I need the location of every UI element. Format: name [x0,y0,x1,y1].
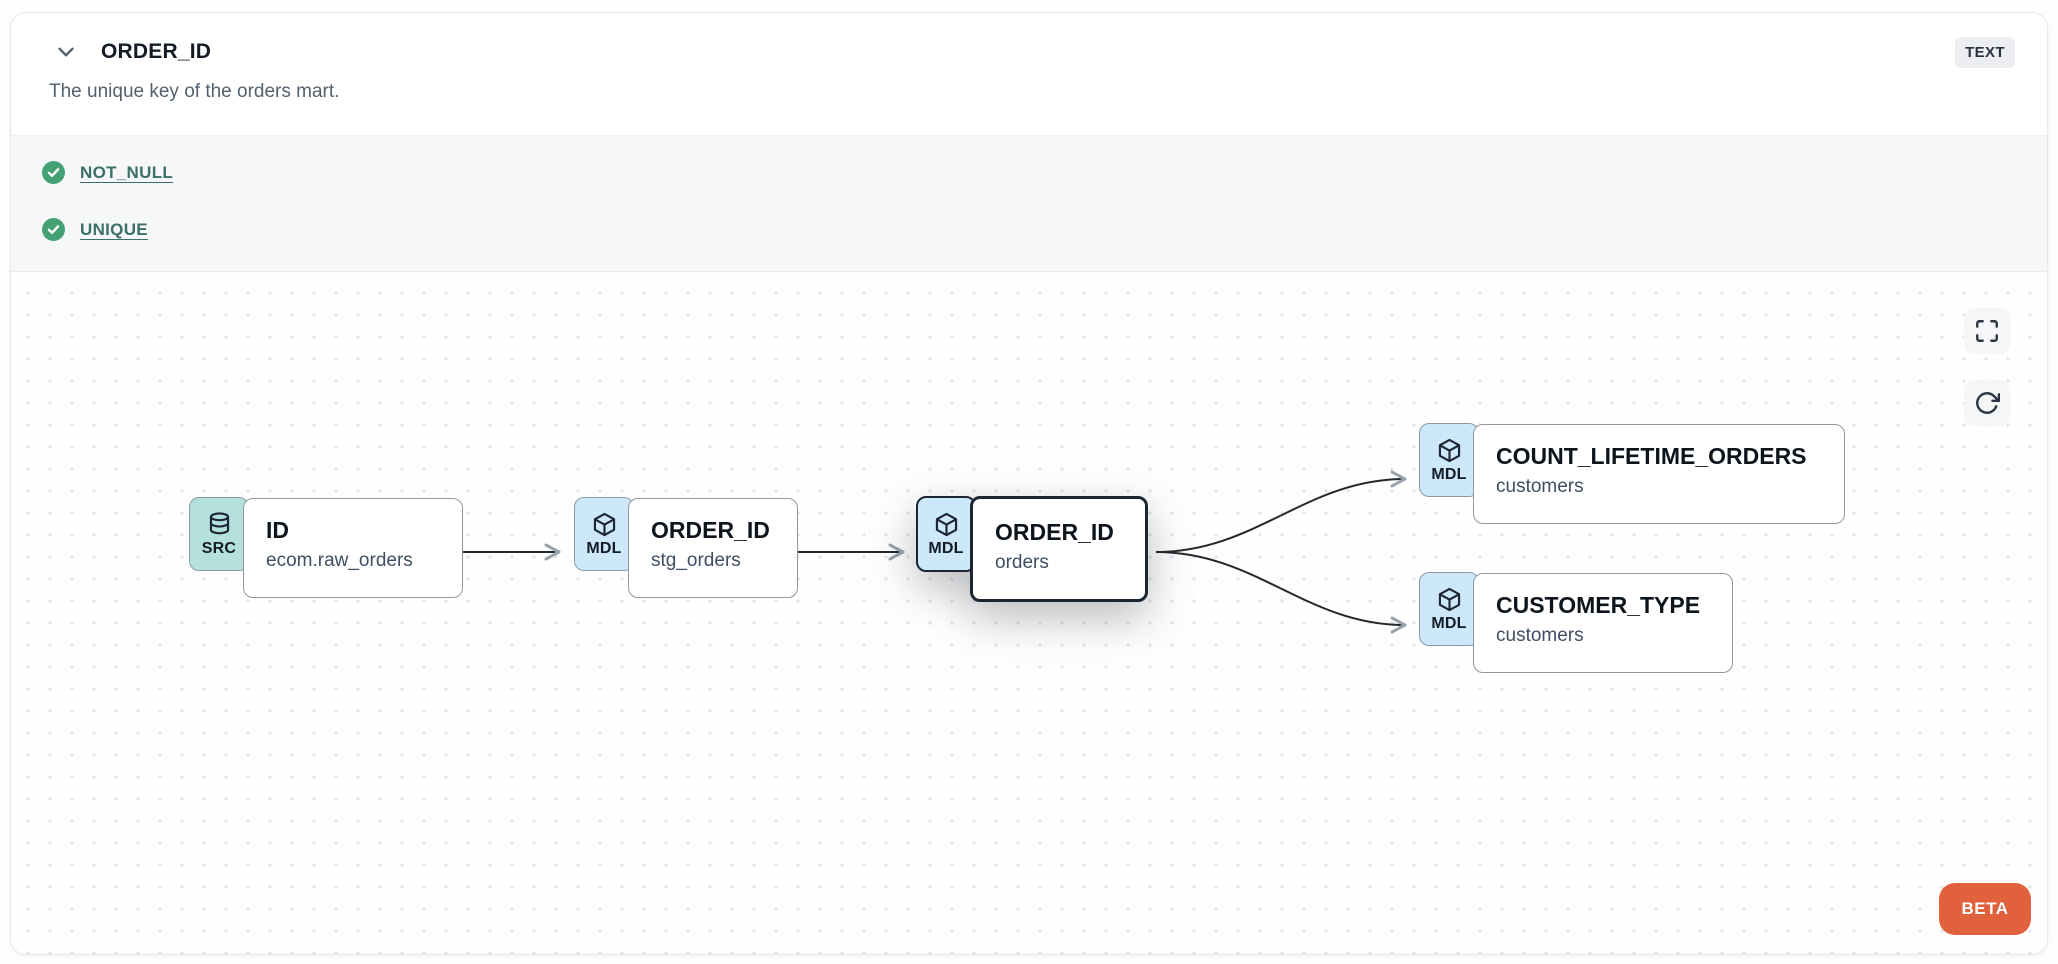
panel-header: ORDER_ID TEXT The unique key of the orde… [11,13,2047,135]
cube-icon [933,511,960,538]
node-title: ID [266,517,289,543]
node-kind-label: MDL [586,539,622,557]
node-kind-badge: MDL [1419,572,1479,646]
lineage-canvas[interactable]: SRC ID ecom.raw_orders MDL ORDER_ID stg_… [11,272,2047,954]
node-title: ORDER_ID [995,519,1114,545]
node-kind-label: MDL [1431,614,1467,632]
header-row: ORDER_ID TEXT [39,31,2015,73]
node-kind-badge: MDL [916,496,976,572]
refresh-icon [1974,390,2000,416]
check-circle-icon [41,217,66,242]
node-subtitle: stg_orders [651,550,741,571]
node-title: CUSTOMER_TYPE [1496,592,1701,618]
check-circle-icon [41,160,66,185]
lineage-edge [1155,551,1407,634]
test-row: UNIQUE [41,217,2017,242]
tests-section: NOT_NULL UNIQUE [11,135,2047,272]
collapse-toggle-button[interactable] [49,35,83,69]
beta-badge: BETA [1939,883,2031,935]
column-title: ORDER_ID [101,40,212,63]
column-type-badge: TEXT [1955,36,2015,68]
node-subtitle: ecom.raw_orders [266,550,413,571]
node-subtitle: orders [995,552,1049,573]
column-description: The unique key of the orders mart. [49,81,340,102]
node-card: CUSTOMER_TYPE customers [1473,573,1733,673]
database-icon [206,511,233,538]
cube-icon [1436,437,1463,464]
node-card: ID ecom.raw_orders [243,498,463,598]
refresh-button[interactable] [1964,380,2010,426]
node-card: ORDER_ID stg_orders [628,498,798,598]
cube-icon [591,511,618,538]
fullscreen-icon [1974,318,2000,344]
test-link-unique[interactable]: UNIQUE [80,219,148,239]
test-row: NOT_NULL [41,160,2017,185]
node-subtitle: customers [1496,625,1584,646]
node-card: ORDER_ID orders [970,496,1148,602]
node-kind-badge: MDL [574,497,634,571]
node-title: ORDER_ID [651,517,770,543]
node-kind-label: MDL [928,539,964,557]
node-title: COUNT_LIFETIME_ORDERS [1496,443,1807,469]
chevron-down-icon [53,39,79,65]
column-details-panel: ORDER_ID TEXT The unique key of the orde… [10,12,2048,955]
node-kind-label: SRC [201,539,237,557]
node-subtitle: customers [1496,476,1584,497]
cube-icon [1436,586,1463,613]
lineage-edge [1155,470,1407,553]
node-card: COUNT_LIFETIME_ORDERS customers [1473,424,1845,524]
lineage-edges [463,470,1407,634]
node-kind-badge: MDL [1419,423,1479,497]
node-kind-badge: SRC [189,497,249,571]
node-kind-label: MDL [1431,465,1467,483]
fullscreen-button[interactable] [1964,308,2010,354]
test-link-not-null[interactable]: NOT_NULL [80,162,174,182]
